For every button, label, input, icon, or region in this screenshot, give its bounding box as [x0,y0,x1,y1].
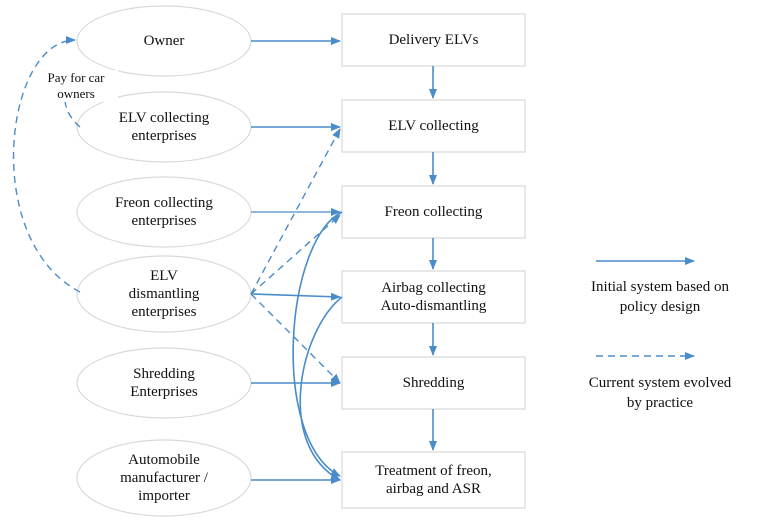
process-label-delivery: Delivery ELVs [388,32,479,48]
actor-label-manufacturer: Automobile manufacturer / importer [120,452,208,504]
dashed-arrow-dismantling-to-owner [12,36,81,293]
dashed-arrow-dismantling-to-freon [250,214,341,295]
legend-solid-label: Initial system based on policy design [591,279,729,315]
process-label-treatment: Treatment of freon, airbag and ASR [375,463,492,497]
process-label-shredding: Shredding [402,375,465,391]
actor-label-elv-dismantling: ELV dismantling enterprises [128,268,200,320]
process-box-shredding [341,356,526,410]
process-label-elv-collecting: ELV collecting [388,118,479,134]
process-box-elv-collecting [341,99,526,153]
process-box-treatment [341,451,526,509]
actor-ellipse-manufacturer [76,439,252,517]
arrow-freon-to-treatment [292,211,343,477]
arrow-dismantling-to-airbag [250,292,341,301]
actor-label-owner: Owner [143,33,185,49]
dashed-arrow-dismantling-to-elv-collecting [250,128,341,295]
process-label-airbag: Airbag collecting Auto-dismantling [380,280,487,314]
process-box-freon-collecting [341,185,526,239]
dashed-arrow-dismantling-to-shredding [250,293,341,384]
actor-label-shredding: Shredding Enterprises [130,366,198,400]
process-label-freon-collecting: Freon collecting [384,204,483,220]
dashed-arrow-elvcollect-to-owner [64,71,81,128]
annotation-pay-for-owners: Pay for car owners [34,70,118,102]
actor-label-freon-collecting: Freon collecting enterprises [115,195,213,229]
actor-label-elv-collecting: ELV collecting enterprises [118,110,210,144]
legend-dashed-label: Current system evolved by practice [588,375,732,411]
process-box-delivery [341,13,526,67]
arrow-airbag-to-treatment [299,296,343,481]
process-box-airbag [341,270,526,324]
